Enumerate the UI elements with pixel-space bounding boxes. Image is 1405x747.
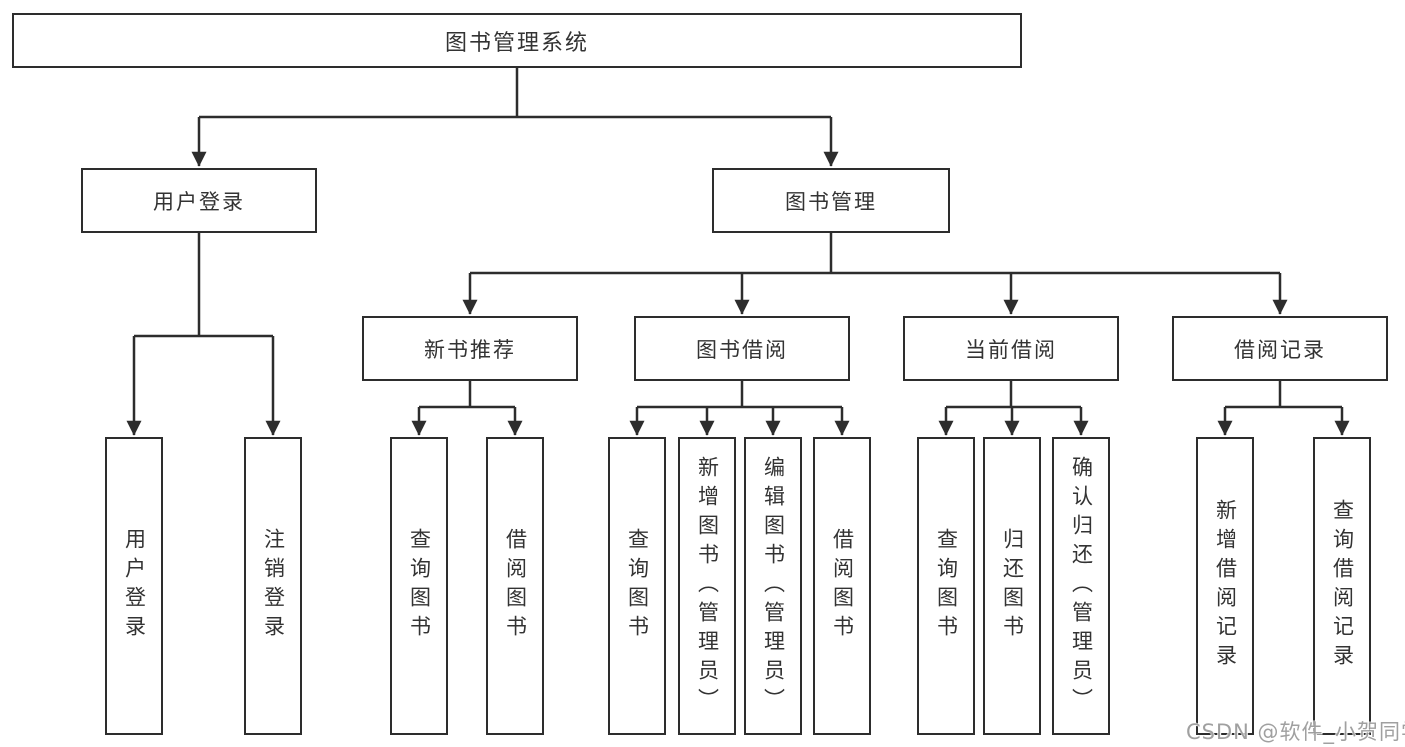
leaf-cb-return-book: 归还图书 <box>983 437 1041 735</box>
leaf-bb-query-book: 查询图书 <box>608 437 666 735</box>
node-book-management: 图书管理 <box>712 168 950 233</box>
node-root: 图书管理系统 <box>12 13 1022 68</box>
node-new-book-recommend: 新书推荐 <box>362 316 578 381</box>
node-borrow-records: 借阅记录 <box>1172 316 1388 381</box>
connector-arrows <box>126 117 1350 436</box>
connector-trunks <box>134 68 1342 409</box>
node-book-borrow: 图书借阅 <box>634 316 850 381</box>
leaf-cb-confirm-return-admin-label: 确认归还（管理员） <box>1069 455 1094 717</box>
leaf-user-login: 用户登录 <box>105 437 163 735</box>
leaf-user-login-label: 用户登录 <box>122 528 147 644</box>
leaf-nbr-borrow-book-label: 借阅图书 <box>503 528 528 644</box>
node-user-login-label: 用户登录 <box>153 189 245 214</box>
leaf-nbr-query-book-label: 查询图书 <box>407 528 432 644</box>
leaf-cb-query-book-label: 查询图书 <box>934 528 959 644</box>
node-book-management-label: 图书管理 <box>785 189 877 214</box>
csdn-watermark: CSDN @软件_小贺同学 <box>1186 720 1405 744</box>
leaf-bb-query-book-label: 查询图书 <box>625 528 650 644</box>
leaf-logout-label: 注销登录 <box>261 528 286 644</box>
node-current-borrow-label: 当前借阅 <box>965 337 1057 362</box>
node-root-label: 图书管理系统 <box>444 30 589 56</box>
leaf-nbr-borrow-book: 借阅图书 <box>486 437 544 735</box>
leaf-bb-edit-book-admin-label: 编辑图书（管理员） <box>761 455 786 717</box>
leaf-cb-confirm-return-admin: 确认归还（管理员） <box>1052 437 1110 735</box>
leaf-bb-add-book-admin: 新增图书（管理员） <box>678 437 736 735</box>
leaf-bb-add-book-admin-label: 新增图书（管理员） <box>695 455 720 717</box>
leaf-cb-query-book: 查询图书 <box>917 437 975 735</box>
leaf-br-add-record: 新增借阅记录 <box>1196 437 1254 735</box>
leaf-br-query-record-label: 查询借阅记录 <box>1330 499 1355 673</box>
node-borrow-records-label: 借阅记录 <box>1234 337 1326 362</box>
node-user-login: 用户登录 <box>81 168 317 233</box>
leaf-bb-edit-book-admin: 编辑图书（管理员） <box>744 437 802 735</box>
leaf-nbr-query-book: 查询图书 <box>390 437 448 735</box>
node-current-borrow: 当前借阅 <box>903 316 1119 381</box>
node-new-book-recommend-label: 新书推荐 <box>424 337 516 362</box>
leaf-br-add-record-label: 新增借阅记录 <box>1213 499 1238 673</box>
node-book-borrow-label: 图书借阅 <box>696 337 788 362</box>
leaf-bb-borrow-book: 借阅图书 <box>813 437 871 735</box>
leaf-logout: 注销登录 <box>244 437 302 735</box>
leaf-bb-borrow-book-label: 借阅图书 <box>830 528 855 644</box>
leaf-cb-return-book-label: 归还图书 <box>1000 528 1025 644</box>
leaf-br-query-record: 查询借阅记录 <box>1313 437 1371 735</box>
